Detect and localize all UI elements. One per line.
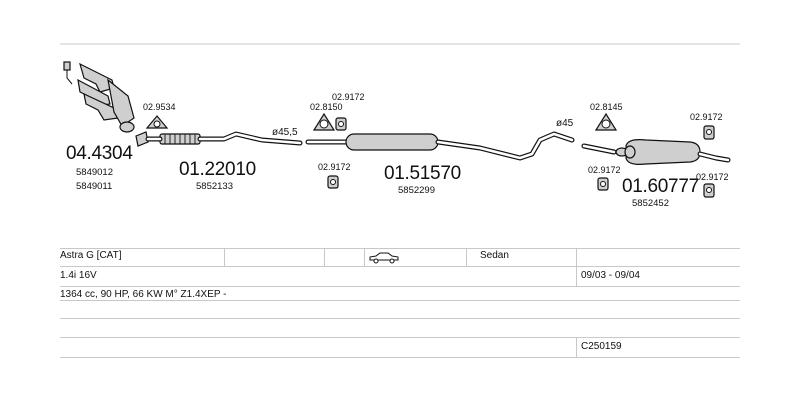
rear-clamp-left-number: 02.9172 [588,165,621,175]
table-divider [364,248,365,266]
rear-hanger-bottom-part[interactable] [703,183,715,198]
front-pipe-part[interactable] [135,131,303,147]
rear-clamp-left-part[interactable] [597,177,609,191]
table-divider [576,337,577,357]
table-divider [324,248,325,266]
mid-clamp-bottom-part[interactable] [327,175,339,189]
mid-gasket-number: 02.8150 [310,102,343,112]
manifold-gasket-part[interactable] [145,115,169,129]
middle-silencer-oe-1: 5852299 [398,185,435,196]
system-code: C250159 [581,341,622,352]
rear-hanger-top-number: 02.9172 [690,112,723,122]
manifold-gasket-number: 02.9534 [143,102,176,112]
middle-silencer-number: 01.51570 [384,163,461,184]
table-rule [60,357,740,358]
table-rule [60,300,740,301]
pipe-diameter-2: ø45 [556,118,574,129]
manifold-oe-2: 5849011 [76,181,112,192]
engine-specs: 1364 cc, 90 HP, 66 KW M° Z1.4XEP - [60,289,227,300]
model-label: Astra G [CAT] [60,250,122,261]
front-pipe-oe-1: 5852133 [196,181,233,192]
mid-clamp-top-number: 02.9172 [332,92,365,102]
front-pipe-number: 01.22010 [179,159,256,180]
mid-clamp-bottom-number: 02.9172 [318,162,351,172]
manifold-number: 04.4304 [66,143,133,164]
rear-gasket-part[interactable] [594,112,618,131]
table-divider [224,248,225,266]
mid-gasket-part[interactable] [312,112,336,131]
pipe-diameter-1: ø45,5 [272,127,298,138]
rear-silencer-part[interactable] [581,139,731,165]
engine-label: 1.4i 16V [60,270,97,281]
table-divider [576,248,577,286]
rear-hanger-top-part[interactable] [703,125,715,140]
rear-silencer-number: 01.60777 [622,176,699,197]
rear-silencer-oe-1: 5852452 [632,198,669,209]
table-rule [60,248,740,249]
manifold-part[interactable] [63,61,135,133]
manifold-oe-1: 5849012 [76,167,113,178]
rear-hanger-bottom-number: 02.9172 [696,172,729,182]
table-rule [60,337,740,338]
sedan-car-icon [369,252,399,264]
body-type: Sedan [480,250,509,261]
table-rule [60,286,740,287]
exhaust-system-diagram: 04.4304 5849012 5849011 02.9534 01.22010… [60,43,740,209]
rear-gasket-number: 02.8145 [590,102,623,112]
mid-clamp-top-part[interactable] [335,117,347,131]
production-period: 09/03 - 09/04 [581,270,640,281]
table-rule [60,318,740,319]
table-divider [466,248,467,266]
table-rule [60,266,740,267]
middle-silencer-part[interactable] [305,131,575,161]
